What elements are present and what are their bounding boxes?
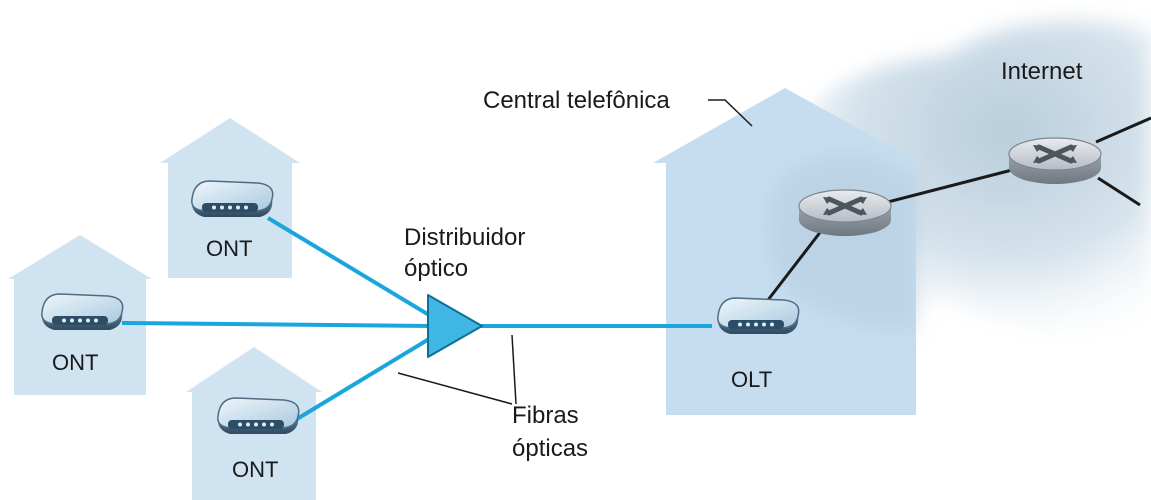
router-icon-central (799, 190, 891, 236)
label-olt: OLT (731, 367, 772, 392)
ont-icon-left (41, 293, 124, 331)
ont-icon-top (191, 180, 274, 218)
label-internet: Internet (1001, 58, 1083, 85)
label-splitter-line1: Distribuidor (404, 224, 525, 251)
network-links (766, 116, 1151, 301)
fiber-link-left-ont (121, 321, 433, 328)
label-ont-top: ONT (206, 236, 252, 261)
leader-lines (397, 99, 753, 405)
fiber-link-bottom-ont (290, 334, 436, 424)
router-icon-internet (1009, 138, 1101, 184)
splitter-triangle-icon (427, 294, 483, 358)
label-fibers-line1: Fibras (512, 402, 579, 429)
fiber-links (121, 216, 712, 424)
link-olt-router (766, 225, 827, 301)
label-fibers-line2: ópticas (512, 435, 588, 462)
label-ont-bottom: ONT (232, 457, 278, 482)
leader-fiber-2 (511, 334, 517, 405)
fiber-link-top-ont (266, 216, 436, 320)
olt-icon (717, 297, 800, 335)
leader-fiber-1 (397, 372, 513, 405)
link-router-out-2 (1097, 176, 1141, 207)
link-router-router (879, 168, 1013, 206)
ont-icon-bottom (217, 397, 300, 435)
label-ont-left: ONT (52, 350, 98, 375)
label-splitter-line2: óptico (404, 255, 468, 282)
link-router-out-1 (1095, 116, 1151, 144)
label-central-office: Central telefônica (483, 87, 670, 114)
leader-central (708, 99, 753, 127)
